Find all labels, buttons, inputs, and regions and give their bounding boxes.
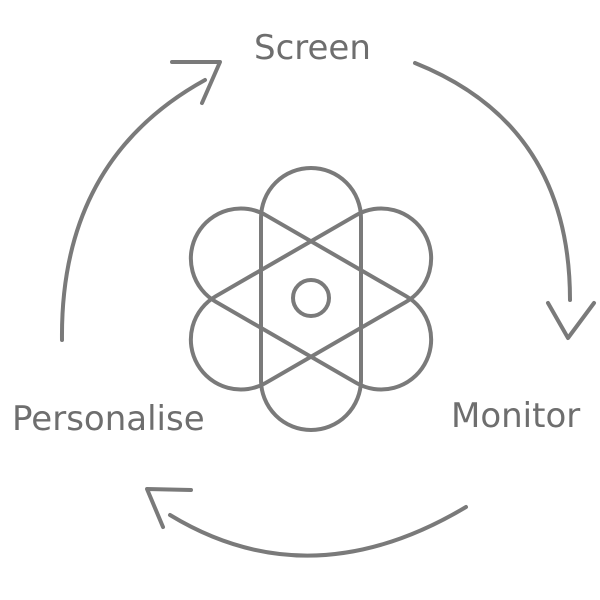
atom-icon xyxy=(188,166,434,432)
arrow-monitor-to-personalise xyxy=(168,505,468,558)
stage-label-personalise: Personalise xyxy=(12,399,205,439)
stage-label-monitor: Monitor xyxy=(451,396,581,436)
arrowhead-monitor-icon xyxy=(546,301,596,340)
atom-orbit-rising xyxy=(188,206,434,392)
atom-nucleus xyxy=(291,278,331,318)
atom-orbit-vertical xyxy=(259,166,363,432)
arrow-screen-to-monitor xyxy=(413,61,572,302)
arrow-personalise-to-screen xyxy=(59,78,207,342)
arrowhead-personalise-icon xyxy=(145,487,193,529)
atom-orbit-falling xyxy=(188,206,434,392)
stage-label-screen: Screen xyxy=(254,28,371,68)
arrowhead-screen-icon xyxy=(170,60,222,105)
